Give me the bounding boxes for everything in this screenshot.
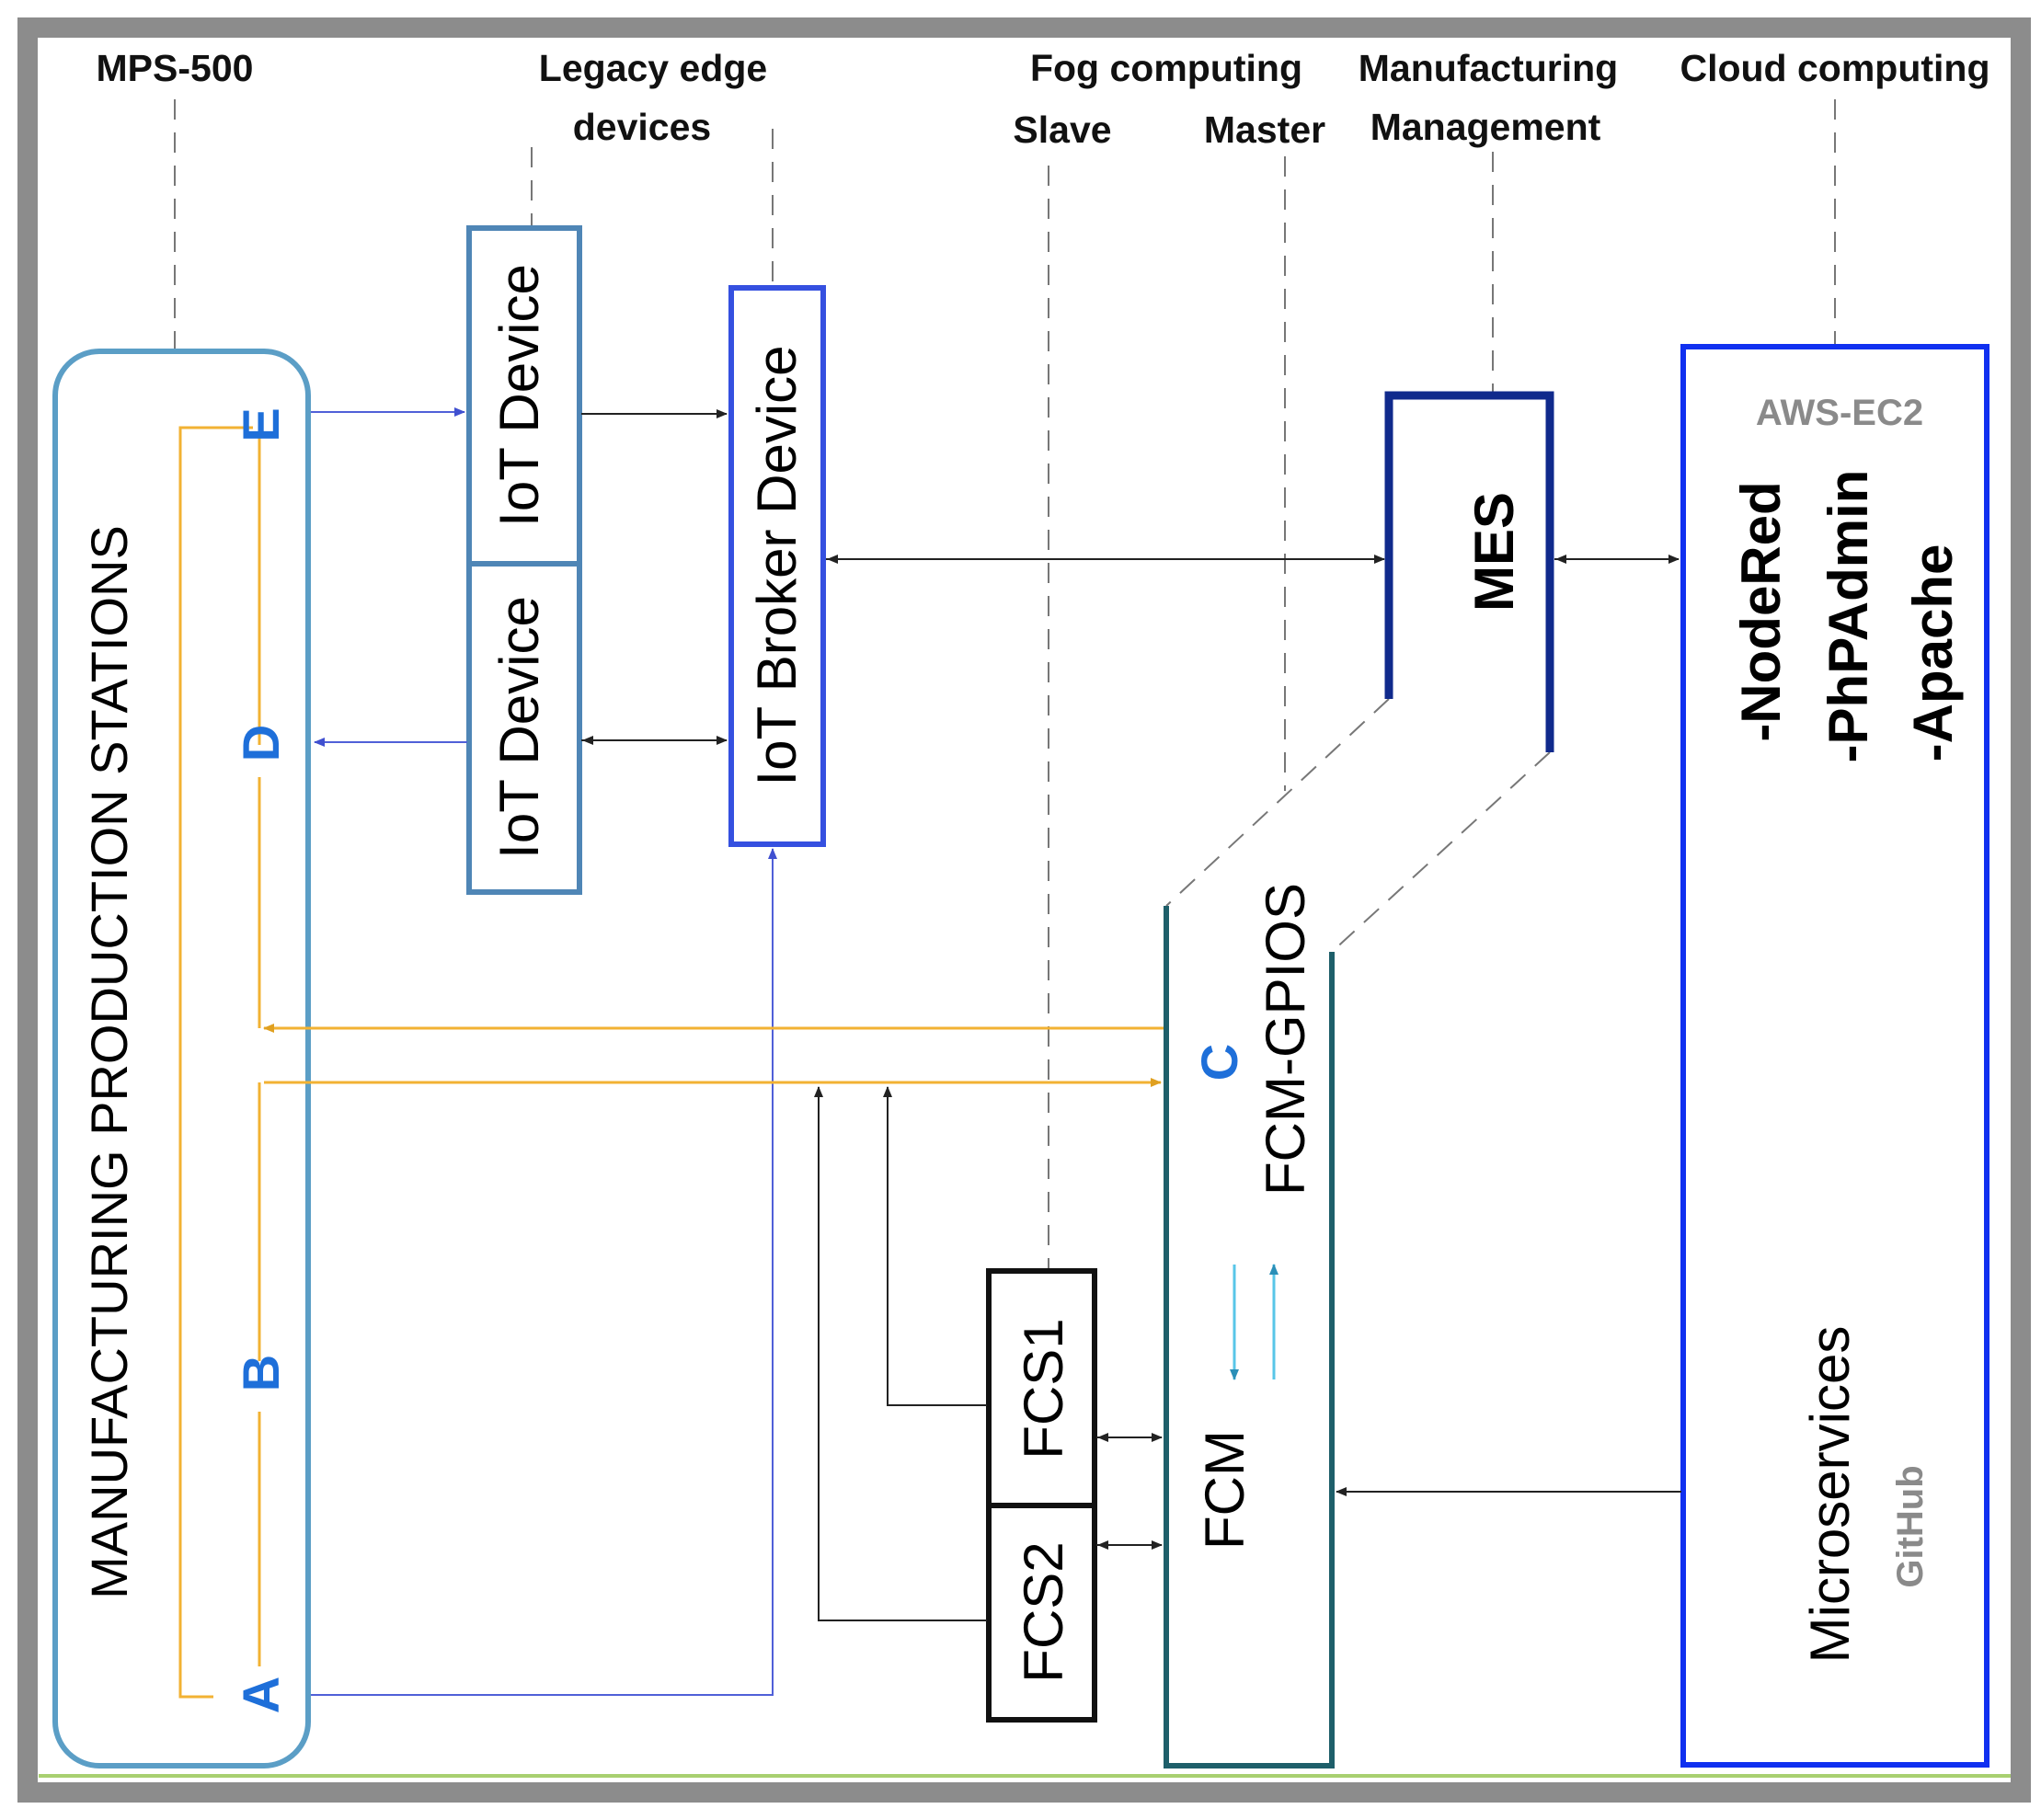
fcm-c-letter[interactable]: C — [1190, 1044, 1248, 1081]
header-mfg-line1: Manufacturing — [1359, 47, 1618, 89]
iot-broker-label: IoT Broker Device — [746, 345, 808, 785]
station-e[interactable]: E — [232, 407, 290, 441]
fcm-gpios-label: FCM-GPIOS — [1255, 883, 1316, 1196]
aws-service-nodered: -NodeRed — [1730, 481, 1792, 741]
station-b[interactable]: B — [232, 1355, 290, 1391]
mes-box[interactable]: MES — [1384, 391, 1554, 752]
header-legacy-line1: Legacy edge — [539, 47, 767, 89]
aws-service-apache: -Apache — [1902, 544, 1964, 762]
microservices-label: Microservices — [1799, 1326, 1861, 1664]
iot-device-bottom-label: IoT Device — [488, 596, 550, 859]
conn-fcs1-to-wire — [883, 1086, 987, 1406]
header-master: Master — [1204, 109, 1325, 151]
header-mps: MPS-500 — [97, 47, 254, 89]
production-stations-label: MANUFACTURING PRODUCTION STATIONS — [80, 525, 138, 1599]
aws-service-phpadmin: -PhPAdmin — [1817, 470, 1879, 763]
header-mfg-line2: Management — [1370, 106, 1601, 148]
github-label: GitHub — [1890, 1465, 1931, 1587]
header-slave: Slave — [1013, 109, 1111, 151]
conn-fcs2-to-wire — [814, 1086, 987, 1621]
header-fog: Fog computing — [1030, 47, 1302, 89]
iot-device-top-label: IoT Device — [488, 264, 550, 527]
fcm-box[interactable]: FCM-GPIOS C FCM — [1164, 883, 1335, 1768]
fcm-label: FCM — [1194, 1430, 1256, 1550]
aws-ec2-title: AWS-EC2 — [1756, 393, 1923, 433]
fcs2-label: FCS2 — [1013, 1541, 1074, 1682]
guide-mes-fcm-left — [1165, 698, 1390, 907]
fcs1-box[interactable]: FCS1 — [986, 1268, 1097, 1508]
outer-frame — [17, 17, 2031, 1803]
conn-a-to-broker — [311, 848, 777, 1696]
station-chain-left — [178, 426, 253, 1699]
iot-device-bottom[interactable]: IoT Device — [466, 561, 582, 895]
fcs2-box[interactable]: FCS2 — [986, 1503, 1097, 1723]
iot-device-top[interactable]: IoT Device — [466, 225, 582, 567]
production-stations-box — [52, 349, 311, 1768]
station-d[interactable]: D — [232, 725, 290, 761]
aws-ec2-box[interactable]: AWS-EC2 -NodeRed -PhPAdmin -Apache Micro… — [1680, 344, 1989, 1768]
fcs1-label: FCS1 — [1013, 1318, 1074, 1459]
header-cloud: Cloud computing — [1680, 47, 1989, 89]
production-stations[interactable]: MANUFACTURING PRODUCTION STATIONS E D B … — [52, 349, 311, 1768]
iot-broker-device[interactable]: IoT Broker Device — [728, 285, 826, 847]
station-a[interactable]: A — [232, 1677, 290, 1713]
guide-mes-fcm-right — [1331, 751, 1551, 953]
mes-label: MES — [1463, 492, 1525, 612]
header-legacy-line2: devices — [573, 106, 711, 148]
